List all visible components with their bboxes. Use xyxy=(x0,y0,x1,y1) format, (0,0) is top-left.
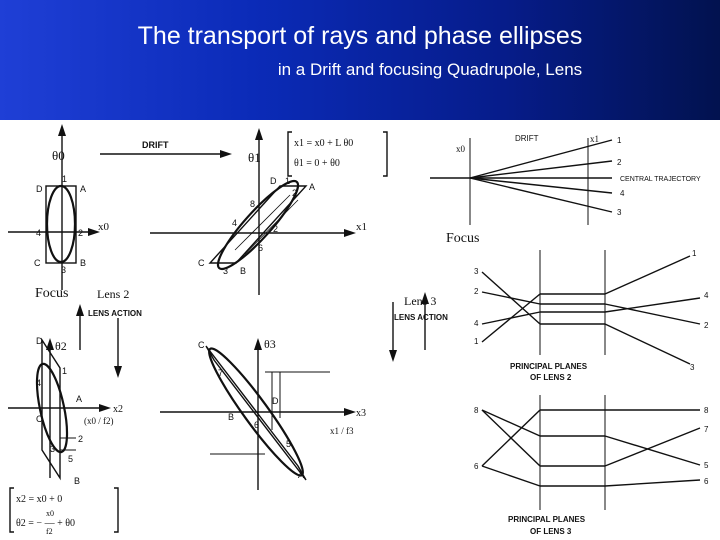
svg-text:2: 2 xyxy=(78,228,83,238)
lens2-label: Lens 2 xyxy=(97,287,130,301)
svg-text:7: 7 xyxy=(218,368,223,378)
drift-arrow-label: DRIFT xyxy=(142,140,169,150)
x1-axis-label: x1 xyxy=(356,221,367,233)
svg-text:(x0 / f2): (x0 / f2) xyxy=(84,416,114,426)
svg-text:5: 5 xyxy=(704,461,709,470)
theta3-label: θ3 xyxy=(264,337,276,351)
svg-text:6: 6 xyxy=(704,477,709,486)
x0-axis-label: x0 xyxy=(98,221,110,233)
svg-text:6: 6 xyxy=(254,420,259,430)
svg-text:C: C xyxy=(198,340,205,350)
svg-text:B: B xyxy=(240,266,246,276)
principal-planes-lens2-line1: PRINCIPAL PLANES xyxy=(510,362,588,371)
x2-axis-label: x2 xyxy=(113,404,123,415)
svg-text:D: D xyxy=(36,336,43,346)
lens-action-label-left: LENS ACTION xyxy=(88,309,142,318)
central-trajectory-label: CENTRAL TRAJECTORY xyxy=(620,176,701,183)
drift-equation-x: x1 = x0 + L θ0 xyxy=(294,138,353,149)
svg-text:1: 1 xyxy=(692,249,697,258)
svg-text:5: 5 xyxy=(68,454,73,464)
drift-trajectory-panel: DRIFT x0 x1 1 2 CENTRAL TRAJECTORY 4 3 xyxy=(430,134,701,225)
lens-phase-ellipse xyxy=(35,362,69,454)
title-banner: The transport of rays and phase ellipses… xyxy=(0,0,720,120)
svg-text:D: D xyxy=(270,176,277,186)
svg-text:7: 7 xyxy=(704,425,709,434)
svg-text:1: 1 xyxy=(617,136,622,145)
svg-text:A: A xyxy=(309,182,315,192)
svg-text:3: 3 xyxy=(690,363,695,372)
svg-text:3: 3 xyxy=(474,267,479,276)
svg-text:3: 3 xyxy=(61,265,66,275)
lens3-ray-diagram: 8 6 8 7 5 6 PRINCIPAL PLANES OF LENS 3 xyxy=(474,395,709,536)
svg-text:3: 3 xyxy=(50,444,55,454)
svg-text:A: A xyxy=(298,470,304,480)
drift-phase-panel: θ0 x0 D A 4 2 C B 3 1 DRIFT x1 = x0 + L … xyxy=(8,124,388,295)
lens-equation-denominator: f2 xyxy=(46,527,53,536)
initial-phase-ellipse xyxy=(45,184,77,264)
svg-text:x1 / f3: x1 / f3 xyxy=(330,426,354,436)
svg-text:B: B xyxy=(228,412,234,422)
svg-text:2: 2 xyxy=(78,434,83,444)
theta1-label: θ1 xyxy=(248,150,261,165)
svg-text:2: 2 xyxy=(474,287,479,296)
svg-text:C: C xyxy=(198,258,205,268)
trajectory-x0-label: x0 xyxy=(456,144,466,154)
lens2-ray-diagram: 3 2 4 1 1 4 2 3 PRINCIPAL PLANES OF LENS… xyxy=(474,249,709,382)
svg-text:4: 4 xyxy=(620,189,625,198)
svg-text:1: 1 xyxy=(474,337,479,346)
svg-text:1: 1 xyxy=(62,366,67,376)
svg-text:3: 3 xyxy=(223,266,228,276)
lens-action-label-right: LENS ACTION xyxy=(394,313,448,322)
svg-text:A: A xyxy=(80,184,86,194)
lens-equation-theta: θ2 = − — + θ0 xyxy=(16,518,75,529)
svg-text:D: D xyxy=(272,396,279,406)
drifted-phase-ellipse xyxy=(216,179,300,271)
lens3-phase-ellipse xyxy=(208,347,304,477)
svg-text:8: 8 xyxy=(250,199,255,209)
svg-text:A: A xyxy=(76,394,82,404)
svg-text:4: 4 xyxy=(474,319,479,328)
svg-text:8: 8 xyxy=(704,406,709,415)
svg-text:2: 2 xyxy=(273,224,278,234)
lens-equation-x: x2 = x0 + 0 xyxy=(16,494,62,505)
svg-text:2: 2 xyxy=(617,158,622,167)
svg-text:C: C xyxy=(36,414,43,424)
svg-text:1: 1 xyxy=(62,174,67,184)
svg-text:6: 6 xyxy=(474,462,479,471)
drift-equation-theta: θ1 = 0 + θ0 xyxy=(294,158,340,169)
theta0-label: θ0 xyxy=(52,148,65,163)
svg-text:2: 2 xyxy=(292,188,297,198)
svg-text:3: 3 xyxy=(617,208,622,217)
svg-text:4: 4 xyxy=(36,228,41,238)
slide-title: The transport of rays and phase ellipses xyxy=(137,22,583,50)
principal-planes-lens2-line2: OF LENS 2 xyxy=(530,373,572,382)
trajectory-x1-label: x1 xyxy=(590,134,599,144)
lens3-phase-panel: θ3 x3 C 7 B 6 D 5 A x1 / f3 LENS ACTION xyxy=(160,292,448,490)
svg-text:D: D xyxy=(36,184,43,194)
svg-text:4: 4 xyxy=(704,291,709,300)
slide-subtitle: in a Drift and focusing Quadrupole, Lens xyxy=(277,60,583,79)
svg-text:6: 6 xyxy=(258,243,263,253)
svg-text:4: 4 xyxy=(36,378,41,388)
focus-label-left: Focus xyxy=(35,286,69,301)
svg-text:B: B xyxy=(80,258,86,268)
lens-equation-numerator: x0 xyxy=(46,509,54,518)
svg-text:4: 4 xyxy=(232,218,237,228)
x3-axis-label: x3 xyxy=(356,408,366,419)
principal-planes-lens3-line1: PRINCIPAL PLANES xyxy=(508,515,586,524)
svg-text:5: 5 xyxy=(286,439,291,449)
svg-text:1: 1 xyxy=(285,176,290,186)
trajectory-drift-label: DRIFT xyxy=(515,134,539,143)
lens3-label: Lens 3 xyxy=(404,294,437,308)
svg-text:8: 8 xyxy=(474,406,479,415)
principal-planes-lens3-line2: OF LENS 3 xyxy=(530,527,572,536)
focus-label-right: Focus xyxy=(446,231,480,246)
svg-text:2: 2 xyxy=(704,321,709,330)
svg-text:C: C xyxy=(34,258,41,268)
svg-text:B: B xyxy=(74,476,80,486)
lens-phase-panel: LENS ACTION θ2 x2 D 1 4 A C 2 3 5 B (x0 … xyxy=(8,304,142,536)
theta2-label: θ2 xyxy=(55,339,67,353)
